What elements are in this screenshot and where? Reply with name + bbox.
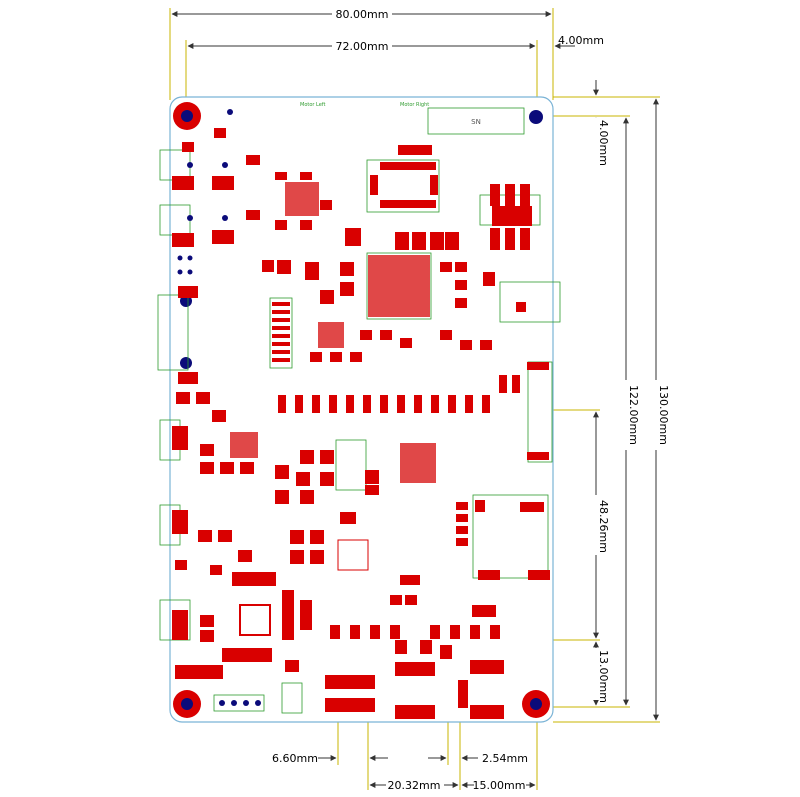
- dim-overall-height: 130.00mm: [657, 385, 670, 445]
- mounting-holes: [173, 102, 550, 718]
- dim-connector-span: 48.26mm: [597, 500, 610, 553]
- dim-connector-spacing-a: 20.32mm: [388, 779, 441, 792]
- silk-label-top-right: Motor Right: [400, 102, 429, 108]
- mounting-hole-top-right: [529, 110, 543, 124]
- dim-hole-offset-right: 4.00mm: [558, 34, 604, 47]
- dim-hole-spacing-width: 72.00mm: [336, 40, 389, 53]
- dim-pitch: 2.54mm: [482, 752, 528, 765]
- dim-hole-offset-top: 4.00mm: [597, 120, 610, 166]
- board-outline: [169, 96, 554, 723]
- via-hole: [180, 357, 192, 369]
- pin-header: [213, 694, 265, 712]
- dimension-labels: 80.00mm 72.00mm 4.00mm 4.00mm 122.00mm 1…: [272, 7, 670, 792]
- port-vias: [177, 109, 233, 275]
- copper-pads: [172, 128, 550, 719]
- sn-label: SN: [471, 118, 481, 126]
- silk-label-top-left: Motor Left: [300, 102, 325, 108]
- dim-overall-width: 80.00mm: [336, 8, 389, 21]
- dim-hole-spacing-height: 122.00mm: [627, 385, 640, 445]
- bga-chip: [368, 255, 430, 317]
- dim-connector-spacing-b: 15.00mm: [473, 779, 526, 792]
- dim-bottom-offset: 13.00mm: [597, 650, 610, 703]
- qfn-chip: [400, 443, 436, 483]
- sn-label-box: [427, 107, 525, 135]
- dim-left-connector-offset: 6.60mm: [272, 752, 318, 765]
